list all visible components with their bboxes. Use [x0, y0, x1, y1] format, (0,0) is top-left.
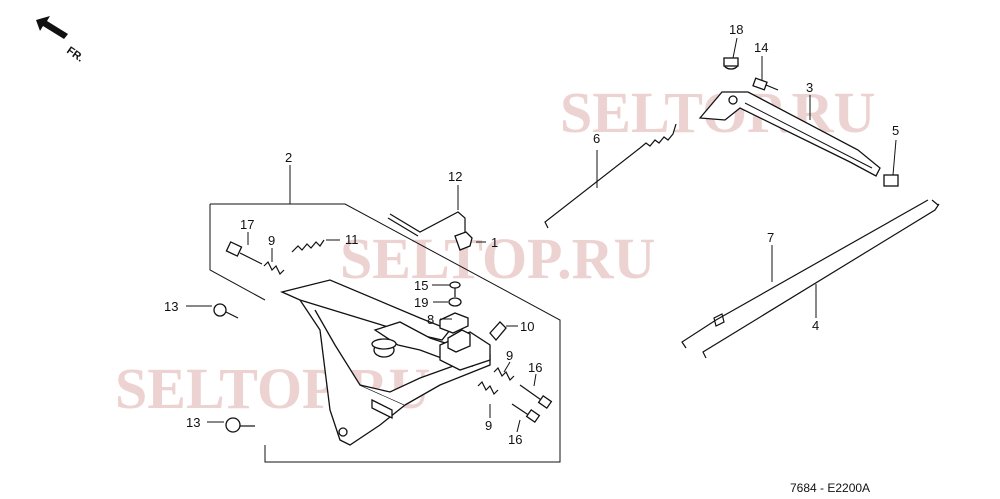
callout-18: 18 [729, 22, 743, 37]
nut-18 [723, 57, 739, 70]
spring-11 [291, 239, 325, 253]
bolt-17 [225, 241, 263, 265]
collar-19 [448, 297, 462, 307]
rod-4 [702, 199, 940, 359]
nut-5 [883, 174, 899, 187]
callout-13: 13 [164, 299, 178, 314]
callout-9: 9 [268, 233, 275, 248]
callout-3: 3 [806, 80, 813, 95]
callout-4: 4 [812, 318, 819, 333]
callout-14: 14 [754, 40, 768, 55]
callout-16: 16 [528, 360, 542, 375]
callout-15: 15 [414, 278, 428, 293]
assembly-frame-left [209, 204, 266, 301]
callout-5: 5 [892, 123, 899, 138]
callout-16: 16 [508, 432, 522, 447]
leader-lines [186, 37, 897, 433]
front-direction-label: FR. [64, 45, 85, 65]
cable-clamp-8 [439, 312, 469, 334]
switch-block [439, 329, 491, 371]
bolt-16 [511, 384, 553, 424]
callout-11: 11 [345, 232, 359, 247]
control-arm [698, 91, 881, 177]
assembly-frame [210, 203, 561, 463]
pin-10 [489, 321, 507, 342]
diagram-code: 7684 - E2200A [790, 481, 870, 495]
callout-12: 12 [448, 169, 462, 184]
front-direction-arrow-icon [36, 16, 68, 39]
watermark: SELTOP.RU [340, 226, 655, 291]
clip-1 [454, 231, 473, 251]
callout-9: 9 [485, 418, 492, 433]
rod-7 [681, 199, 929, 349]
callout-2: 2 [285, 150, 292, 165]
spring-9 [263, 260, 515, 396]
callout-1: 1 [491, 235, 498, 250]
callout-19: 19 [414, 295, 428, 310]
link-rod-12 [387, 211, 466, 237]
callout-8: 8 [427, 312, 434, 327]
bolt-13 [213, 303, 255, 433]
screw-15 [449, 281, 461, 297]
callout-9: 9 [506, 348, 513, 363]
callout-6: 6 [593, 131, 600, 146]
callout-7: 7 [767, 230, 774, 245]
callout-17: 17 [240, 217, 254, 232]
callout-13: 13 [186, 415, 200, 430]
callout-10: 10 [520, 319, 534, 334]
rod-6 [544, 123, 677, 229]
bolt-14 [752, 77, 779, 91]
